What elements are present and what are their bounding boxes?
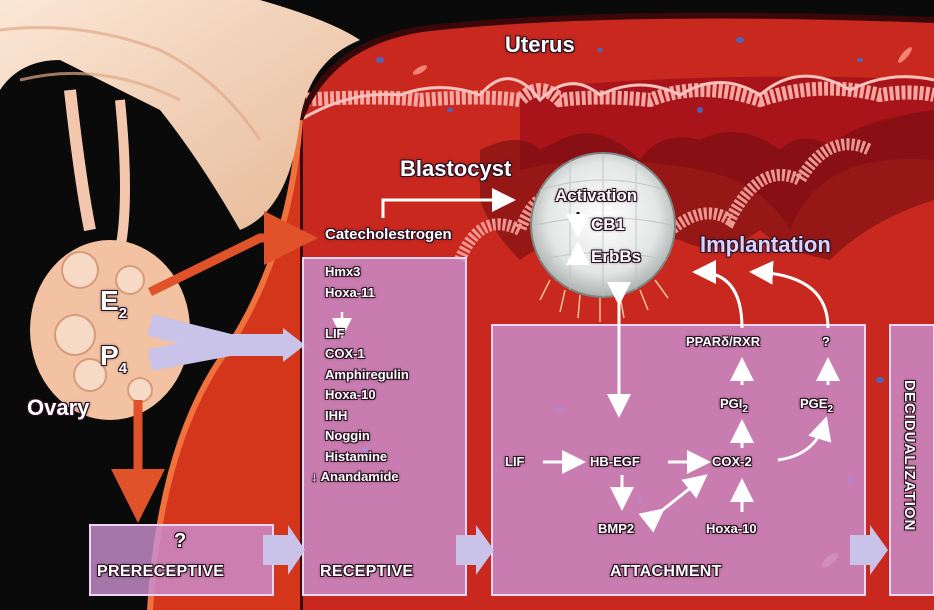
hbegf-label: HB-EGF bbox=[590, 454, 640, 469]
gene-hoxa10: Hoxa-10 bbox=[325, 385, 409, 406]
ovary-label: Ovary bbox=[27, 395, 89, 421]
erbbs-label: ErbBs bbox=[591, 247, 641, 267]
attachment-question: ? bbox=[822, 334, 830, 349]
cox2-label: COX-2 bbox=[712, 454, 752, 469]
gene-noggin: Noggin bbox=[325, 426, 409, 447]
prereceptive-title: PRERECEPTIVE bbox=[97, 563, 224, 581]
blastocyst-label: Blastocyst bbox=[400, 156, 511, 182]
cb1-label: CB1 bbox=[591, 215, 625, 235]
ppar-rxr-label: PPARδ/RXR bbox=[686, 334, 760, 349]
catecholestrogen-label: Catecholestrogen bbox=[325, 226, 452, 243]
down-arrow-icon: ↓ bbox=[325, 303, 409, 324]
receptive-title: RECEPTIVE bbox=[320, 563, 413, 581]
hoxa10-attachment-label: Hoxa-10 bbox=[706, 521, 757, 536]
gene-ihh: IHH bbox=[325, 406, 409, 427]
gene-hoxa11: Hoxa-11 bbox=[325, 283, 409, 304]
gene-hmx3: Hmx3 bbox=[325, 262, 409, 283]
receptive-gene-list: Hmx3 Hoxa-11 ↓ LIF COX-1 Amphiregulin Ho… bbox=[325, 262, 409, 488]
pge2-label: PGE2 bbox=[800, 396, 833, 411]
decidualization-title: DECIDUALIZATION bbox=[901, 380, 918, 531]
gene-lif: LIF bbox=[325, 324, 409, 345]
gene-histamine: Histamine bbox=[325, 447, 409, 468]
prereceptive-question: ? bbox=[174, 530, 186, 553]
progesterone-label: P4 bbox=[100, 340, 127, 372]
attachment-box bbox=[492, 325, 865, 595]
gene-amphiregulin: Amphiregulin bbox=[325, 365, 409, 386]
estradiol-label: E2 bbox=[100, 285, 127, 317]
activation-label: Activation bbox=[555, 186, 637, 206]
bmp2-label: BMP2 bbox=[598, 521, 634, 536]
uterus-label: Uterus bbox=[505, 32, 575, 58]
gene-cox1: COX-1 bbox=[325, 344, 409, 365]
pgi2-label: PGI2 bbox=[720, 396, 748, 411]
attachment-lif: LIF bbox=[505, 454, 525, 469]
gene-anandamide: ↓ Anandamide bbox=[311, 467, 409, 488]
implantation-label: Implantation bbox=[700, 232, 831, 258]
attachment-title: ATTACHMENT bbox=[610, 563, 722, 581]
